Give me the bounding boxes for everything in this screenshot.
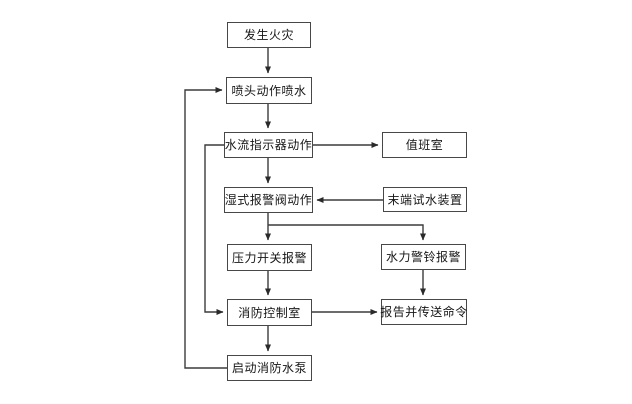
node-flow-indicator-activates: 水流指示器动作: [224, 132, 313, 158]
node-duty-room: 值班室: [382, 132, 467, 158]
node-start-fire-pump: 启动消防水泵: [227, 355, 312, 381]
edge-pump-to-sprinkler-feedback: [184, 87, 227, 369]
node-fire-occurs: 发生火灾: [227, 22, 311, 48]
node-end-test-water-device-label: 末端试水装置: [387, 192, 463, 207]
node-fire-control-room: 消防控制室: [227, 299, 312, 326]
node-sprinkler-activates-label: 喷头动作喷水: [231, 83, 307, 98]
node-duty-room-label: 值班室: [405, 138, 444, 152]
node-report-and-send-command: 报告并传送命令: [380, 299, 468, 325]
node-fire-occurs-label: 发生火灾: [243, 28, 294, 42]
edge-flow-indicator-to-control-room-feedback: [204, 144, 224, 315]
node-fire-control-room-label: 消防控制室: [238, 305, 301, 320]
node-hydraulic-bell-alarm: 水力警铃报警: [381, 244, 466, 270]
node-start-fire-pump-label: 启动消防水泵: [231, 361, 307, 375]
node-end-test-water-device: 末端试水装置: [383, 187, 467, 212]
node-hydraulic-bell-alarm-label: 水力警铃报警: [385, 250, 461, 264]
node-wet-alarm-valve-activates: 湿式报警阀动作: [224, 187, 313, 213]
node-sprinkler-activates: 喷头动作喷水: [226, 77, 312, 104]
node-pressure-switch-alarm-label: 压力开关报警: [231, 250, 307, 265]
node-flow-indicator-activates-label: 水流指示器动作: [224, 138, 313, 152]
node-wet-alarm-valve-activates-label: 湿式报警阀动作: [224, 193, 313, 207]
edge-wet-valve-to-hydraulic-bell: [268, 224, 426, 241]
node-report-and-send-command-label: 报告并传送命令: [380, 305, 468, 319]
node-pressure-switch-alarm: 压力开关报警: [227, 244, 312, 271]
